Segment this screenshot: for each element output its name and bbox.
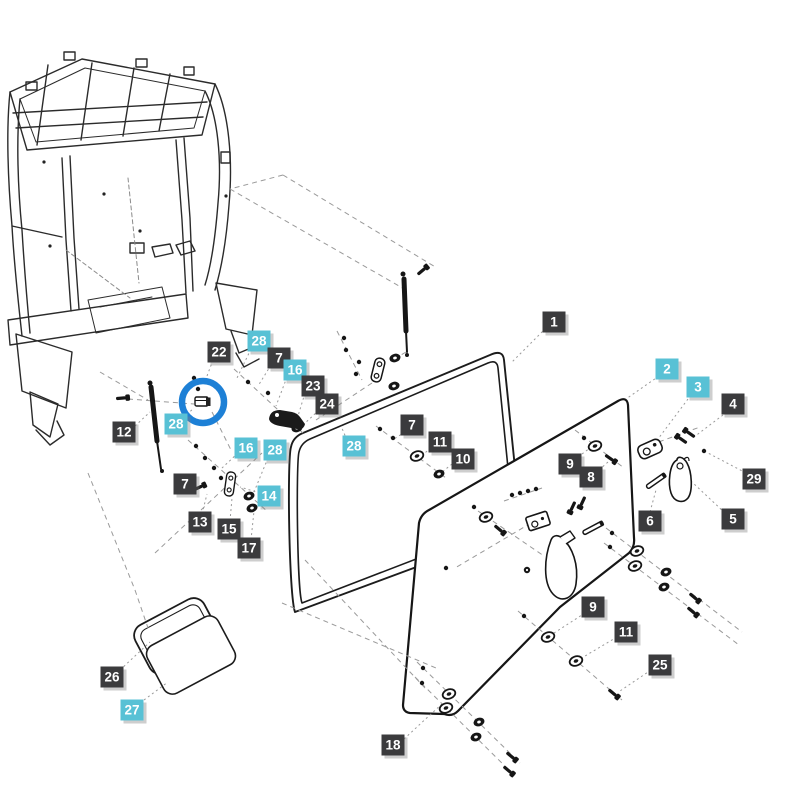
callout-13[interactable]: 13 (188, 511, 212, 533)
callout-28[interactable]: 28 (342, 435, 366, 457)
callout-28[interactable]: 28 (263, 439, 287, 461)
callout-26[interactable]: 26 (100, 666, 124, 688)
callout-4[interactable]: 4 (721, 393, 745, 415)
callout-28[interactable]: 28 (247, 330, 271, 352)
callout-leader-lines (119, 327, 747, 740)
assembly-dashed-lines (87, 174, 743, 779)
callout-27[interactable]: 27 (120, 699, 144, 721)
gas-strut-left (147, 380, 164, 473)
gas-strut-center (400, 271, 409, 357)
callout-7[interactable]: 7 (173, 473, 197, 495)
callout-15[interactable]: 15 (217, 518, 241, 540)
callout-7[interactable]: 7 (400, 414, 424, 436)
callout-6[interactable]: 6 (638, 510, 662, 532)
callout-3[interactable]: 3 (686, 376, 710, 398)
callout-28[interactable]: 28 (164, 413, 188, 435)
callout-1[interactable]: 1 (542, 311, 566, 333)
callout-17[interactable]: 17 (237, 537, 261, 559)
bracket-parts (194, 357, 693, 600)
callout-14[interactable]: 14 (257, 485, 281, 507)
highlight-circle (178, 377, 228, 427)
fastener-parts (115, 263, 707, 778)
callout-22[interactable]: 22 (207, 341, 231, 363)
callout-23[interactable]: 23 (301, 375, 325, 397)
door-glass (401, 398, 636, 717)
quarter-window (133, 597, 237, 695)
callout-12[interactable]: 12 (112, 421, 136, 443)
callout-11[interactable]: 11 (614, 621, 638, 643)
callout-10[interactable]: 10 (451, 448, 475, 470)
callout-16[interactable]: 16 (283, 359, 307, 381)
callout-9[interactable]: 9 (581, 596, 605, 618)
callout-29[interactable]: 29 (742, 468, 766, 490)
callout-5[interactable]: 5 (721, 508, 745, 530)
callout-16[interactable]: 16 (234, 437, 258, 459)
callout-11[interactable]: 11 (428, 431, 452, 453)
callout-24[interactable]: 24 (315, 393, 339, 415)
callout-2[interactable]: 2 (655, 358, 679, 380)
callout-18[interactable]: 18 (381, 734, 405, 756)
callout-8[interactable]: 8 (579, 466, 603, 488)
callout-9[interactable]: 9 (558, 453, 582, 475)
callout-25[interactable]: 25 (648, 654, 672, 676)
